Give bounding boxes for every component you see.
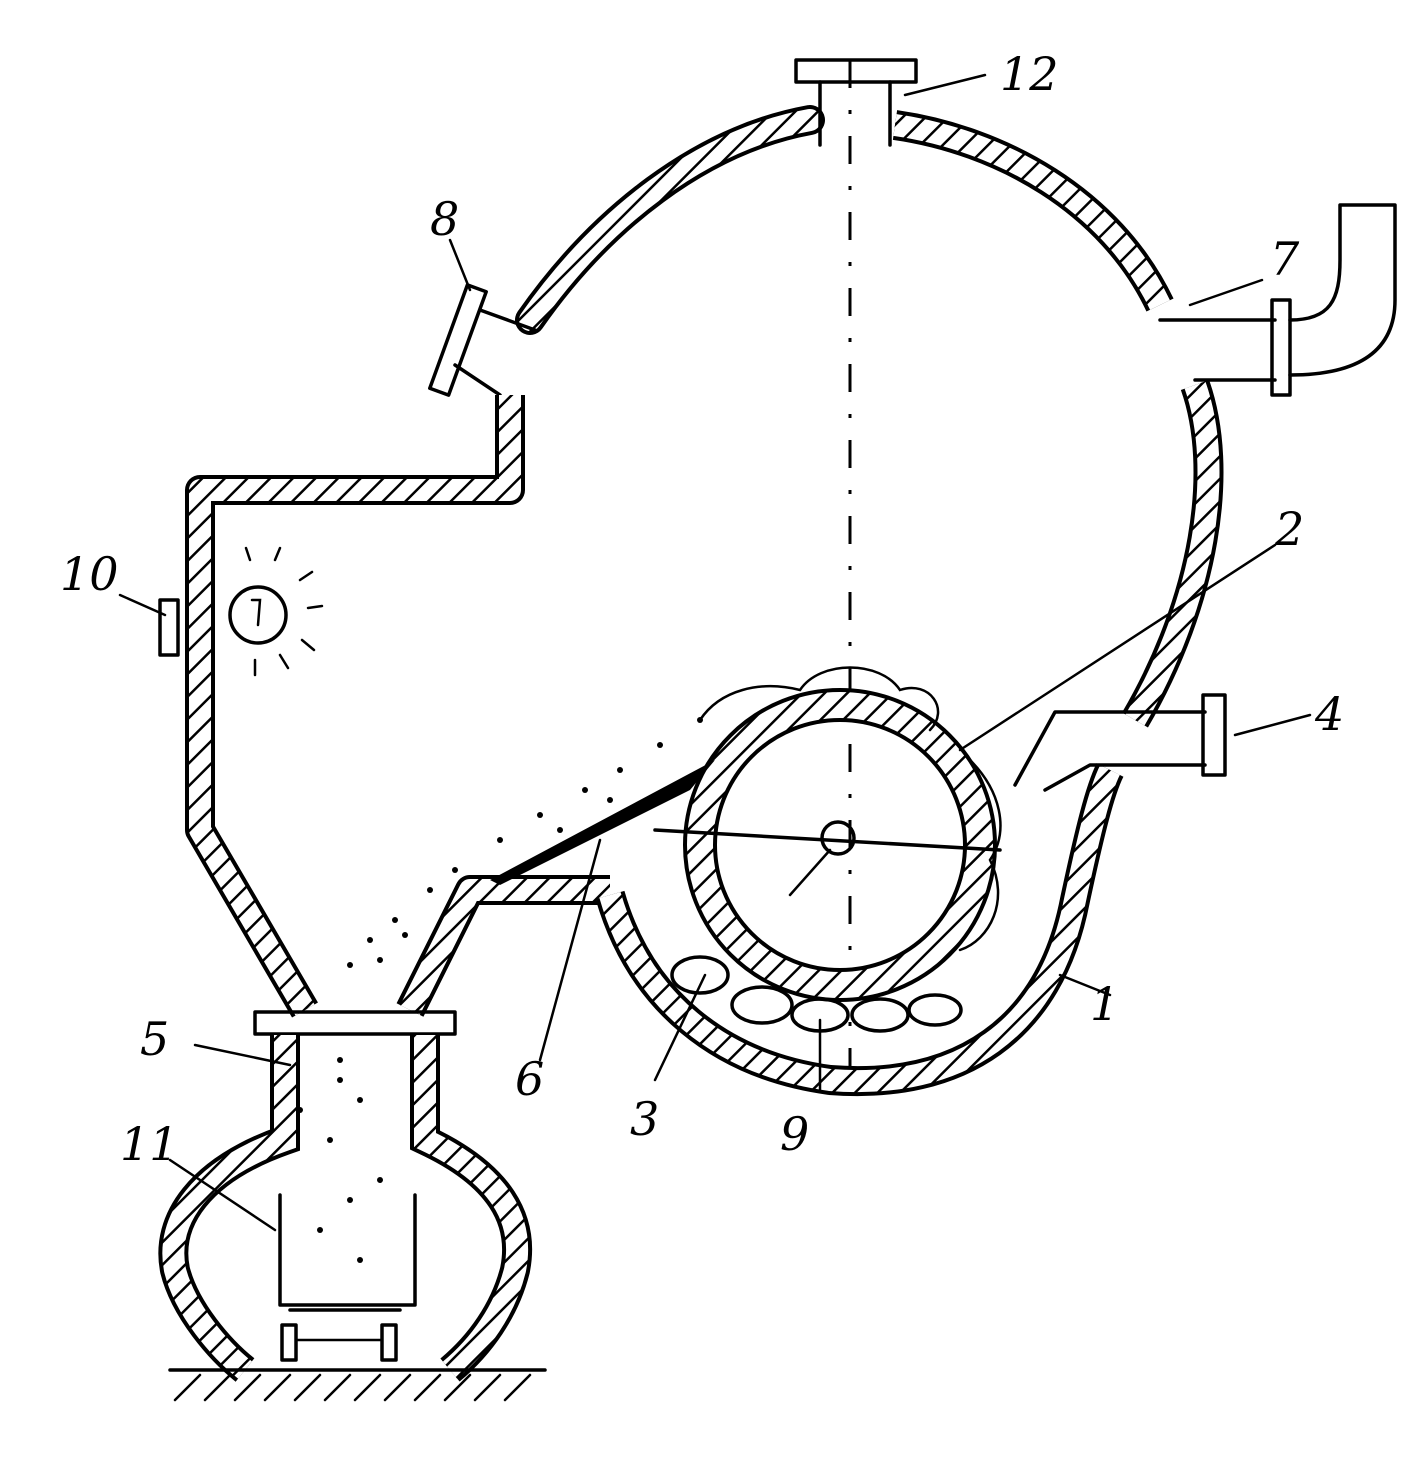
- label-12: 12: [1000, 47, 1059, 101]
- outlet-pipe-7: [1158, 203, 1397, 397]
- vapor-cloud: [698, 666, 1002, 952]
- top-outlet: [794, 58, 918, 147]
- leader-lines: [118, 73, 1312, 1232]
- label-8: 8: [430, 192, 459, 246]
- label-4: 4: [1314, 687, 1344, 741]
- trough-housing: [595, 763, 1124, 1096]
- label-3: 3: [630, 1092, 659, 1146]
- label-5: 5: [140, 1012, 169, 1066]
- grinding-balls: [670, 955, 963, 1033]
- collector-flask: [158, 1010, 533, 1382]
- label-10: 10: [60, 547, 119, 601]
- ground: [168, 1368, 547, 1402]
- label-6: 6: [515, 1052, 544, 1106]
- rotor-drum: [653, 688, 1002, 1002]
- scraper-blade: [490, 760, 715, 885]
- label-1: 1: [1090, 977, 1119, 1031]
- particle-spray: [297, 717, 703, 1263]
- label-9: 9: [780, 1107, 809, 1161]
- light-source: [158, 546, 324, 677]
- label-7: 7: [1270, 232, 1300, 286]
- port-8: [428, 283, 537, 397]
- label-2: 2: [1274, 502, 1304, 556]
- label-11: 11: [120, 1117, 179, 1171]
- part-labels: 12 7 8 10 2 4 1 5 11 6 3 9: [60, 47, 1344, 1171]
- inlet-pipe-4: [1013, 693, 1227, 792]
- separator-dome: [515, 105, 1224, 728]
- left-chamber: [185, 395, 610, 1018]
